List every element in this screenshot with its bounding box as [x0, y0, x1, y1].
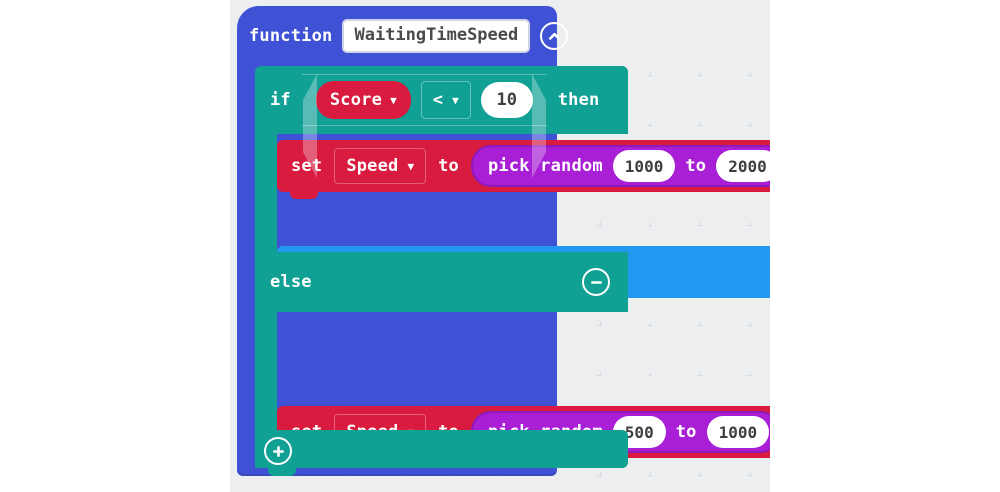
if-label: if [270, 89, 291, 110]
pick-random-min-input[interactable]: 1000 [612, 150, 676, 182]
chevron-down-icon[interactable]: ▼ [407, 159, 415, 173]
to-label: to [438, 155, 459, 176]
if-condition-row: if Score ▼ < ▼ 10 then [255, 66, 628, 178]
if-block-footer [255, 430, 628, 468]
function-name-input[interactable]: WaitingTimeSpeed [342, 19, 531, 53]
add-branch-control[interactable] [264, 437, 292, 465]
function-keyword-label: function [249, 25, 333, 46]
if-bottom-notch [268, 468, 296, 476]
else-branch-spine [255, 312, 277, 430]
pick-random-block[interactable]: pick random 1000 to 2000 [471, 145, 770, 187]
plus-circle-icon[interactable] [264, 437, 292, 465]
function-header-row: function WaitingTimeSpeed [237, 6, 569, 66]
chevron-up-circle-icon[interactable] [540, 22, 569, 50]
pick-random-to-label: to [675, 421, 697, 442]
variable-reporter-score[interactable]: Score ▼ [315, 81, 411, 119]
condition-number-input[interactable]: 10 [480, 82, 533, 118]
set-label: set [291, 155, 323, 176]
else-header-background [255, 252, 628, 312]
pick-random-to-label: to [685, 155, 707, 176]
else-label: else [270, 271, 312, 292]
comparison-operator-dropdown[interactable]: < ▼ [420, 81, 471, 119]
pick-random-label: pick random [488, 155, 603, 176]
operator-label: < [432, 89, 444, 110]
else-header-row: else [255, 252, 628, 312]
pick-random-max-input[interactable]: 2000 [716, 150, 770, 182]
set-variable-name: Speed [346, 155, 399, 176]
then-label: then [557, 89, 600, 110]
if-branch-spine [255, 134, 277, 252]
boolean-condition-slot[interactable]: Score ▼ < ▼ 10 [301, 74, 547, 178]
score-variable-label: Score [329, 89, 383, 110]
chevron-down-icon[interactable]: ▼ [452, 93, 459, 107]
pick-random-max-input[interactable]: 1000 [706, 416, 770, 448]
chevron-down-icon[interactable]: ▼ [390, 93, 397, 107]
set-variable-block[interactable]: set Speed ▼ to pick random 1000 to 2000 [277, 140, 770, 199]
set-variable-dropdown[interactable]: Speed ▼ [334, 148, 427, 184]
blocks-workspace-canvas[interactable]: function WaitingTimeSpeed if Score ▼ < ▼ [230, 0, 770, 492]
minus-circle-icon[interactable] [582, 268, 610, 296]
if-top-notch [268, 66, 296, 73]
